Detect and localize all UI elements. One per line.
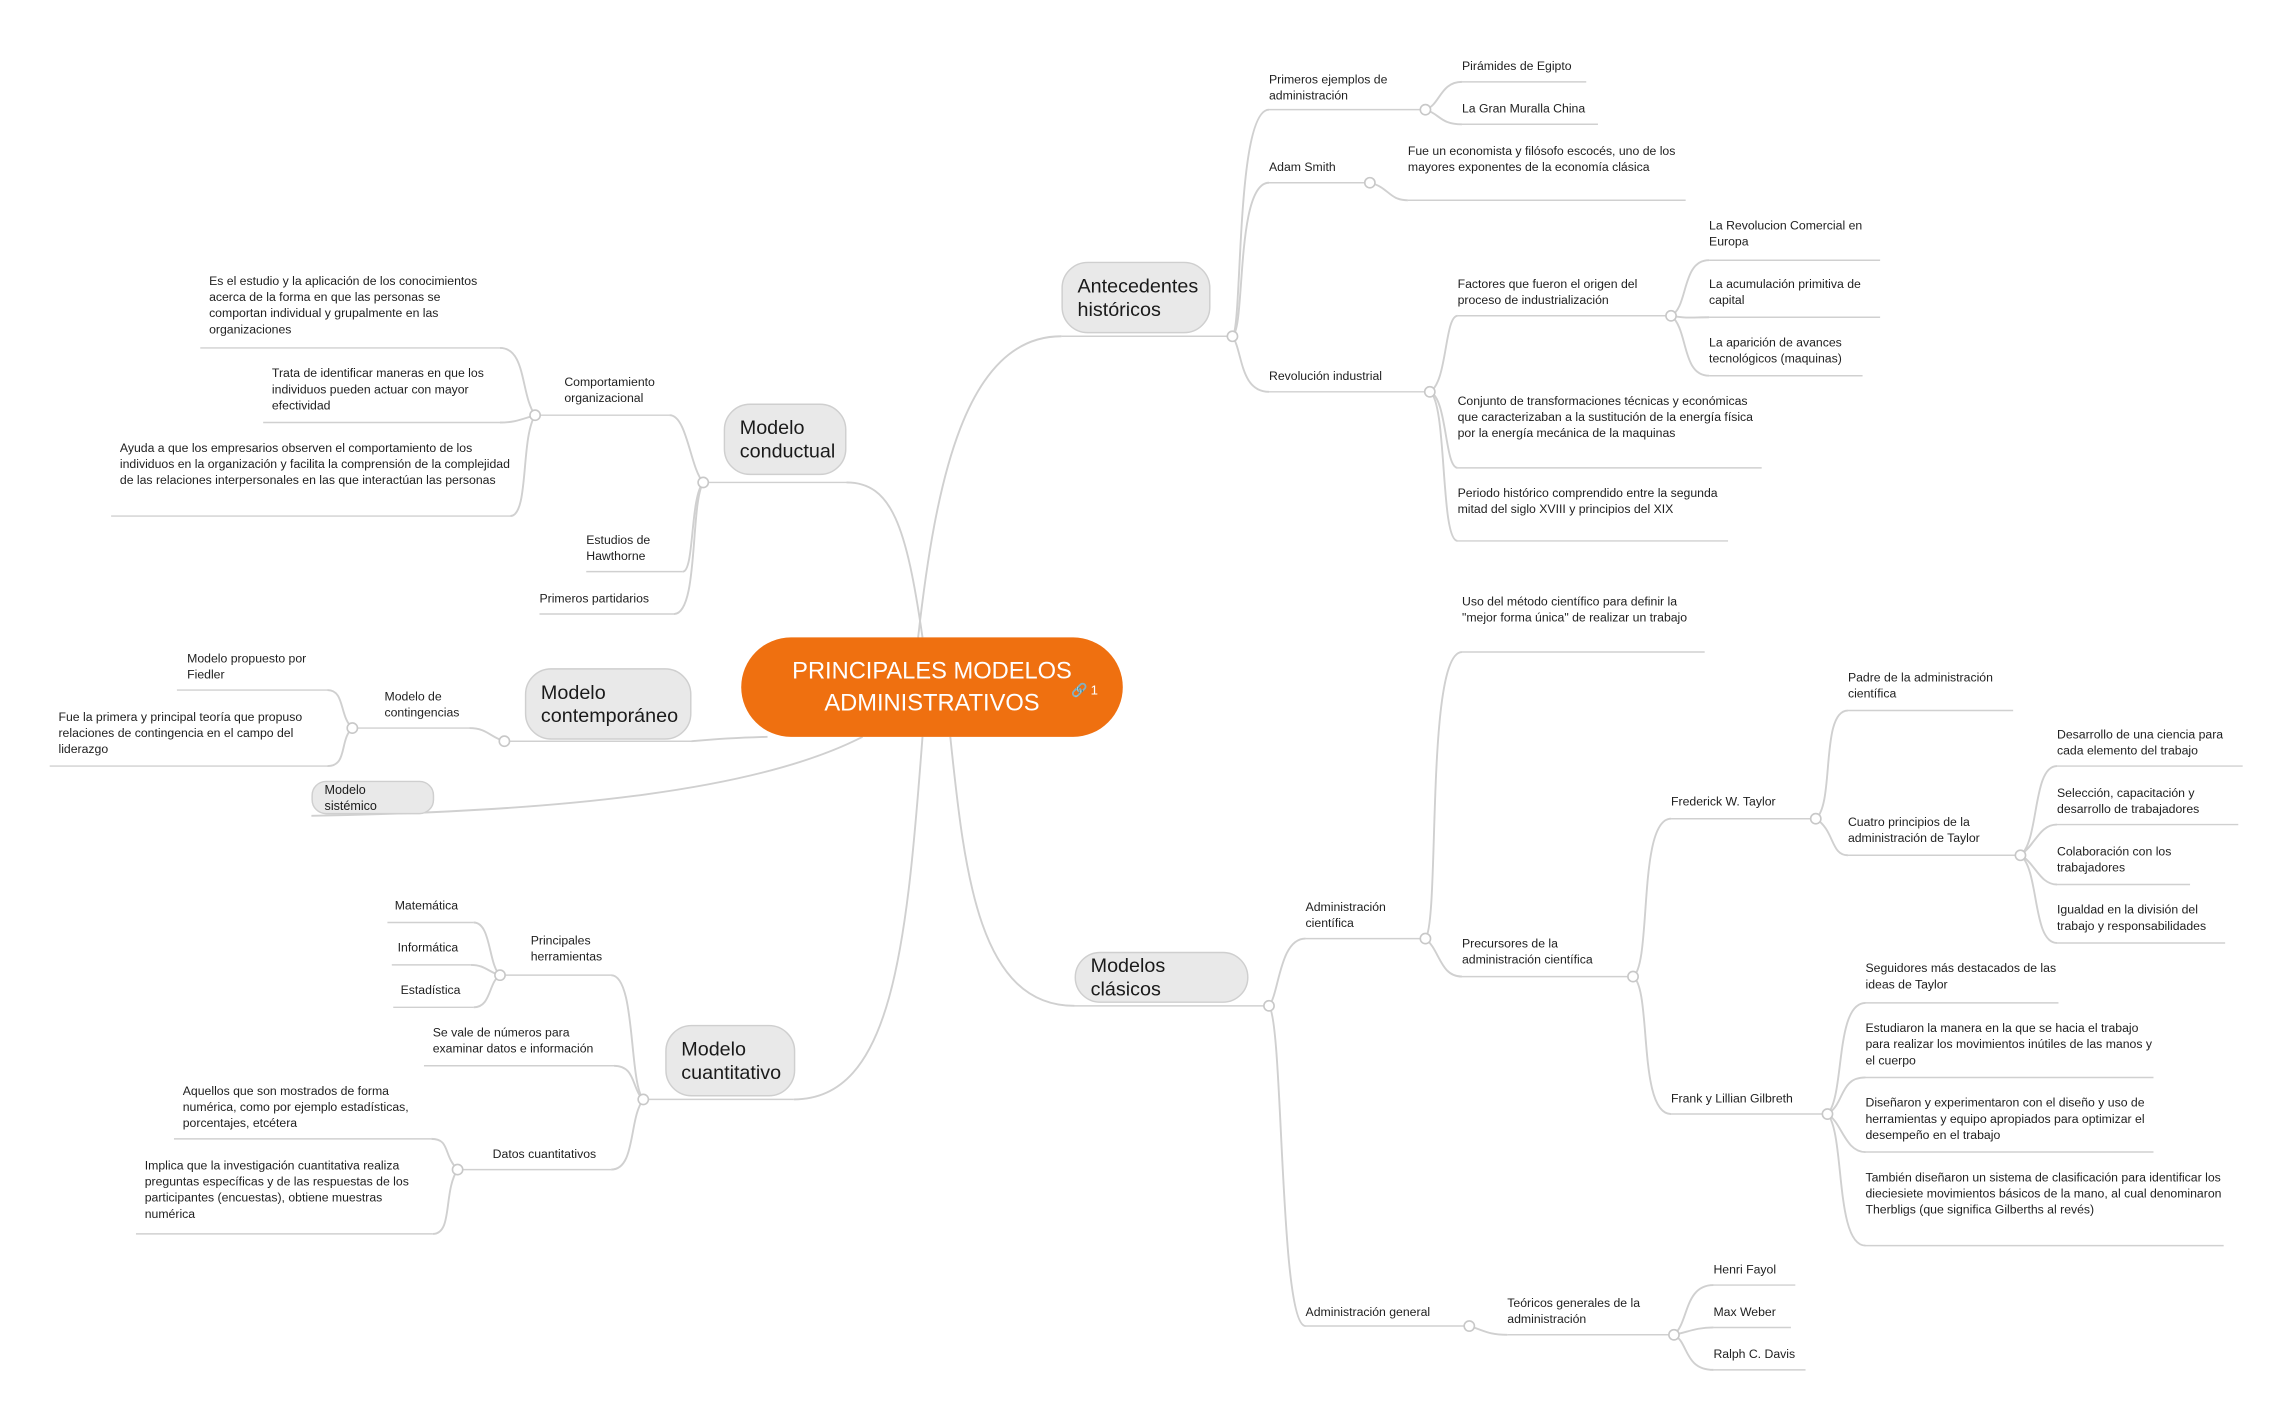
link-count: 1 xyxy=(1090,682,1098,698)
topic-modelo-cuantitativo[interactable]: Modelo cuantitativo xyxy=(665,1024,796,1097)
node-piramides-egipto[interactable]: Pirámides de Egipto xyxy=(1461,58,1572,74)
node-comportamiento-estudio[interactable]: Es el estudio y la aplicación de los con… xyxy=(209,273,478,337)
node-estadistica[interactable]: Estadística xyxy=(400,982,461,998)
topic-modelo-conductual[interactable]: Modelo conductual xyxy=(723,403,847,476)
node-gilbreth-estudiaron[interactable]: Estudiaron la manera en la que se hacia … xyxy=(1865,1020,2152,1068)
node-administracion-cientifica[interactable]: Administración científica xyxy=(1305,899,1386,930)
node-datos-implica[interactable]: Implica que la investigación cuantitativ… xyxy=(144,1157,409,1221)
node-padre-administracion[interactable]: Padre de la administración científica xyxy=(1847,669,1993,701)
node-gran-muralla[interactable]: La Gran Muralla China xyxy=(1461,100,1586,116)
node-primeros-ejemplos[interactable]: Primeros ejemplos de administración xyxy=(1268,71,1388,103)
node-factores-industrializacion[interactable]: Factores que fueron el origen del proces… xyxy=(1457,276,1638,308)
node-se-vale-numeros[interactable]: Se vale de números para examinar datos e… xyxy=(432,1024,594,1056)
node-max-weber[interactable]: Max Weber xyxy=(1713,1304,1776,1319)
node-comportamiento-ayuda[interactable]: Ayuda a que los empresarios observen el … xyxy=(119,440,510,487)
node-comportamiento-organizacional[interactable]: Comportamiento organizacional xyxy=(564,374,655,405)
node-matematica[interactable]: Matemática xyxy=(394,897,459,913)
node-principio-seleccion[interactable]: Selección, capacitación y desarrollo de … xyxy=(2057,785,2200,816)
topic-link-indicator[interactable]: 🔗 1 xyxy=(1071,674,1098,706)
central-topic[interactable]: PRINCIPALES MODELOS ADMINISTRATIVOS 🔗 1 xyxy=(741,637,1123,737)
node-primera-teoria[interactable]: Fue la primera y principal teoría que pr… xyxy=(58,709,303,756)
topic-modelos-clasicos[interactable]: Modelos clásicos xyxy=(1074,951,1249,1003)
node-informatica[interactable]: Informática xyxy=(397,940,459,955)
node-gilbreth-disenaron[interactable]: Diseñaron y experimentaron con el diseño… xyxy=(1865,1095,2145,1142)
node-teoricos-generales[interactable]: Teóricos generales de la administración xyxy=(1507,1295,1641,1327)
node-datos-mostrados[interactable]: Aquellos que son mostrados de forma numé… xyxy=(182,1083,409,1131)
node-henri-fayol[interactable]: Henri Fayol xyxy=(1713,1261,1777,1277)
node-principio-igualdad[interactable]: Igualdad en la división del trabajo y re… xyxy=(2057,902,2207,933)
node-cuatro-principios[interactable]: Cuatro principios de la administración d… xyxy=(1847,814,1980,846)
topic-antecedentes-historicos[interactable]: Antecedentes históricos xyxy=(1061,261,1211,334)
node-principales-herramientas[interactable]: Principales herramientas xyxy=(530,932,603,964)
node-ralph-davis[interactable]: Ralph C. Davis xyxy=(1713,1346,1796,1362)
node-principio-colaboracion[interactable]: Colaboración con los trabajadores xyxy=(2057,843,2172,875)
node-precursores[interactable]: Precursores de la administración científ… xyxy=(1461,935,1593,967)
node-gilbreth-seguidores[interactable]: Seguidores más destacados de las ideas d… xyxy=(1865,960,2057,992)
branch-knobs xyxy=(346,103,2027,1341)
node-conjunto-transformaciones[interactable]: Conjunto de transformaciones técnicas y … xyxy=(1457,393,1754,441)
node-primeros-partidarios[interactable]: Primeros partidarios xyxy=(539,590,650,606)
node-modelo-fiedler[interactable]: Modelo propuesto por Fiedler xyxy=(187,650,307,682)
node-gilbreth[interactable]: Frank y Lillian Gilbreth xyxy=(1671,1090,1793,1106)
node-comportamiento-identificar[interactable]: Trata de identificar maneras en que los … xyxy=(271,365,484,413)
node-revolucion-industrial[interactable]: Revolución industrial xyxy=(1268,368,1382,384)
node-modelo-contingencias[interactable]: Modelo de contingencias xyxy=(384,688,460,720)
node-datos-cuantitativos[interactable]: Datos cuantitativos xyxy=(492,1146,597,1161)
topic-modelo-sistemico[interactable]: Modelo sistémico xyxy=(311,780,435,815)
node-avances-tecnologicos[interactable]: La aparición de avances tecnológicos (ma… xyxy=(1709,334,1842,366)
central-topic-title: PRINCIPALES MODELOS ADMINISTRATIVOS xyxy=(792,657,1072,717)
node-estudios-hawthorne[interactable]: Estudios de Hawthorne xyxy=(586,532,651,563)
node-gilbreth-therbligs[interactable]: También diseñaron un sistema de clasific… xyxy=(1865,1169,2222,1217)
topic-modelo-contemporaneo[interactable]: Modelo contemporáneo xyxy=(524,668,692,740)
node-acumulacion-capital[interactable]: La acumulación primitiva de capital xyxy=(1709,276,1861,308)
node-frederick-taylor[interactable]: Frederick W. Taylor xyxy=(1671,793,1776,809)
link-icon: 🔗 xyxy=(1071,682,1088,698)
node-adam-smith[interactable]: Adam Smith xyxy=(1268,159,1336,174)
node-principio-ciencia[interactable]: Desarrollo de una ciencia para cada elem… xyxy=(2057,726,2224,758)
node-uso-metodo-cientifico[interactable]: Uso del método científico para definir l… xyxy=(1461,593,1688,625)
node-adam-smith-desc[interactable]: Fue un economista y filósofo escocés, un… xyxy=(1407,143,1676,174)
node-periodo-historico[interactable]: Periodo histórico comprendido entre la s… xyxy=(1457,485,1718,517)
node-administracion-general[interactable]: Administración general xyxy=(1305,1304,1431,1319)
node-revolucion-comercial[interactable]: La Revolucion Comercial en Europa xyxy=(1709,217,1863,249)
